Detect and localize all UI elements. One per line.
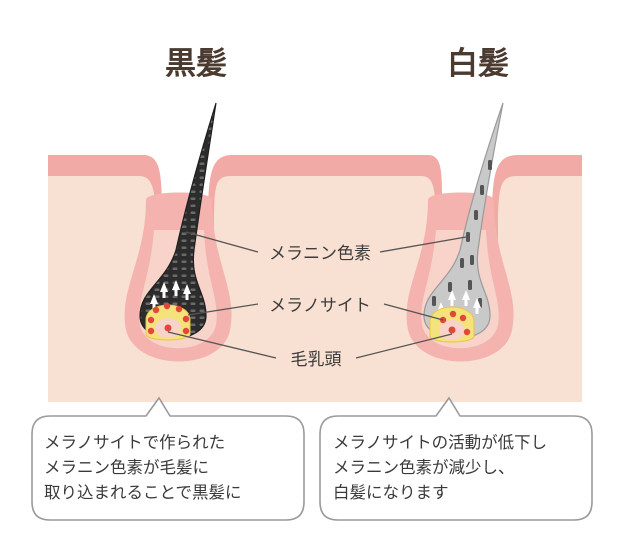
leader-lines xyxy=(167,231,467,359)
right-note-line1: メラノサイトの活動が低下し xyxy=(333,433,547,452)
right-note-bubble: メラノサイトの活動が低下し メラニン色素が減少し、 白髪になります xyxy=(319,396,593,521)
skin-surface-right xyxy=(492,155,582,300)
skin-surface xyxy=(48,155,162,300)
right-melanocytes xyxy=(439,310,471,336)
right-note-line2: メラニン色素が減少し、 xyxy=(333,458,515,477)
left-note-bubble: メラノサイトで作られた メラニン色素が毛髪に 取り込まれることで黒髪に xyxy=(31,396,305,521)
left-note-line2: メラニン色素が毛髪に xyxy=(44,458,209,477)
right-note-line3: 白髪になります xyxy=(333,483,449,502)
heading-black-hair: 黒髪 xyxy=(165,46,227,82)
left-note-line3: 取り込まれることで黒髪に xyxy=(44,483,242,502)
label-melanin: メラニン色素 xyxy=(269,244,371,264)
left-melanocytes xyxy=(147,302,190,335)
black-hair xyxy=(139,102,217,341)
pigment-arrows-left xyxy=(150,280,191,310)
skin-surface-mid xyxy=(208,155,443,300)
heading-white-hair: 白髪 xyxy=(447,46,509,82)
white-hair xyxy=(423,102,504,343)
label-papilla: 毛乳頭 xyxy=(291,350,342,370)
left-note-line1: メラノサイトで作られた xyxy=(44,433,225,452)
label-melanocyte: メラノサイト xyxy=(269,296,371,316)
dermis xyxy=(48,160,582,402)
